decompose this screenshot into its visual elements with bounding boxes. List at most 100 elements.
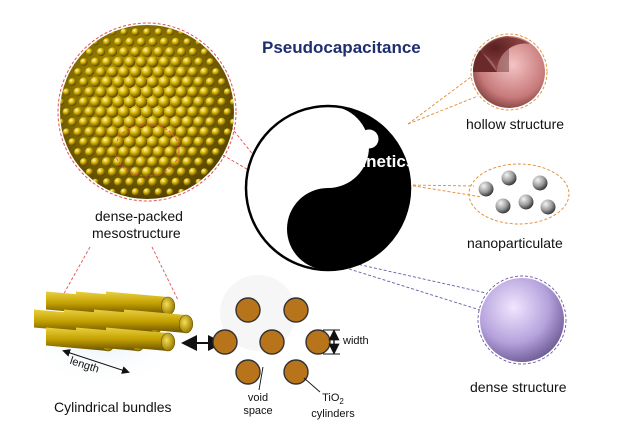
packed-sphere bbox=[60, 98, 65, 106]
packed-sphere bbox=[176, 167, 187, 177]
packed-sphere bbox=[125, 177, 135, 187]
packed-sphere bbox=[95, 106, 107, 118]
packed-sphere bbox=[118, 86, 130, 98]
packed-sphere bbox=[69, 58, 76, 66]
packed-sphere bbox=[79, 77, 89, 87]
packed-sphere bbox=[119, 167, 129, 177]
packed-sphere bbox=[205, 97, 216, 107]
packed-sphere bbox=[89, 116, 101, 128]
packed-sphere bbox=[112, 76, 124, 88]
packed-sphere bbox=[101, 76, 113, 88]
packed-sphere bbox=[107, 47, 118, 57]
packed-sphere bbox=[194, 157, 204, 167]
packed-sphere bbox=[135, 136, 148, 148]
packed-sphere bbox=[193, 116, 205, 128]
packed-sphere bbox=[158, 156, 170, 168]
packed-sphere bbox=[159, 177, 169, 187]
packed-sphere bbox=[217, 97, 227, 107]
packed-sphere bbox=[118, 66, 130, 78]
packed-sphere bbox=[79, 137, 89, 147]
packed-sphere bbox=[205, 137, 215, 147]
packed-sphere bbox=[112, 136, 124, 148]
packed-sphere bbox=[112, 116, 125, 128]
packed-sphere bbox=[153, 46, 164, 58]
packed-sphere bbox=[68, 78, 77, 86]
packed-sphere bbox=[146, 76, 159, 88]
packed-sphere bbox=[193, 76, 204, 88]
packed-sphere bbox=[146, 116, 159, 128]
packed-sphere bbox=[166, 28, 174, 36]
packed-sphere bbox=[223, 128, 232, 136]
packed-sphere bbox=[101, 57, 112, 67]
packed-sphere bbox=[148, 177, 158, 187]
packed-sphere bbox=[96, 47, 106, 57]
packed-sphere bbox=[169, 116, 182, 128]
packed-sphere bbox=[171, 37, 181, 47]
packed-sphere bbox=[217, 138, 226, 146]
packed-sphere bbox=[101, 157, 112, 167]
packed-sphere bbox=[109, 188, 116, 196]
packed-sphere bbox=[95, 86, 107, 98]
tio2-label-line2: cylinders bbox=[311, 408, 355, 421]
packed-sphere bbox=[73, 127, 83, 137]
density-label: density bbox=[301, 196, 361, 215]
packed-sphere bbox=[123, 96, 136, 108]
packed-sphere bbox=[181, 76, 193, 88]
packed-sphere bbox=[165, 47, 175, 57]
packed-sphere bbox=[158, 76, 171, 88]
packed-sphere bbox=[92, 178, 99, 186]
dense-packed-label: dense-packed bbox=[95, 208, 183, 224]
packed-sphere bbox=[164, 106, 176, 118]
packed-sphere bbox=[181, 96, 193, 108]
cylindrical-bundles-label: Cylindrical bundles bbox=[54, 399, 172, 415]
packed-sphere bbox=[84, 126, 95, 138]
packed-sphere bbox=[101, 136, 113, 148]
packed-sphere bbox=[78, 97, 89, 107]
packed-sphere bbox=[112, 96, 125, 108]
packed-sphere bbox=[187, 106, 199, 118]
packed-sphere bbox=[164, 66, 176, 78]
packed-sphere bbox=[158, 56, 170, 68]
packed-sphere bbox=[181, 116, 193, 128]
packed-sphere bbox=[152, 106, 165, 118]
packed-sphere bbox=[141, 106, 153, 118]
packed-sphere bbox=[107, 146, 118, 158]
packed-sphere bbox=[150, 19, 156, 25]
packed-sphere bbox=[130, 166, 141, 178]
packed-sphere bbox=[147, 156, 159, 168]
packed-sphere bbox=[170, 76, 182, 88]
packed-sphere bbox=[106, 126, 119, 138]
packed-sphere bbox=[138, 199, 144, 205]
packed-sphere bbox=[95, 146, 107, 158]
packed-sphere bbox=[135, 96, 148, 108]
packed-sphere bbox=[159, 37, 169, 47]
packed-sphere bbox=[135, 156, 147, 168]
packed-sphere bbox=[129, 86, 142, 98]
packed-sphere bbox=[129, 146, 142, 158]
packed-sphere bbox=[188, 167, 198, 177]
packed-sphere bbox=[176, 66, 187, 78]
packed-sphere bbox=[62, 128, 71, 136]
packed-sphere bbox=[90, 76, 101, 88]
packed-sphere bbox=[223, 108, 232, 116]
tio2-text: TiO bbox=[322, 392, 340, 404]
packed-sphere bbox=[152, 86, 165, 98]
packed-sphere bbox=[96, 167, 106, 177]
packed-sphere bbox=[199, 147, 210, 157]
packed-sphere bbox=[178, 28, 185, 36]
packed-sphere bbox=[118, 106, 130, 118]
packed-sphere bbox=[130, 46, 141, 58]
tio2-cylinders-label: TiO2 cylinders bbox=[308, 392, 358, 421]
packed-sphere bbox=[84, 86, 95, 98]
packed-sphere bbox=[141, 166, 153, 178]
nanoparticulate-label: nanoparticulate bbox=[467, 235, 563, 251]
tio2-subscript: 2 bbox=[339, 397, 344, 407]
packed-sphere bbox=[69, 158, 76, 166]
packed-sphere bbox=[101, 96, 113, 108]
packed-sphere bbox=[141, 146, 153, 158]
packed-sphere bbox=[113, 156, 124, 168]
packed-sphere bbox=[154, 188, 163, 196]
packed-sphere bbox=[212, 148, 220, 156]
packed-sphere bbox=[90, 57, 100, 67]
